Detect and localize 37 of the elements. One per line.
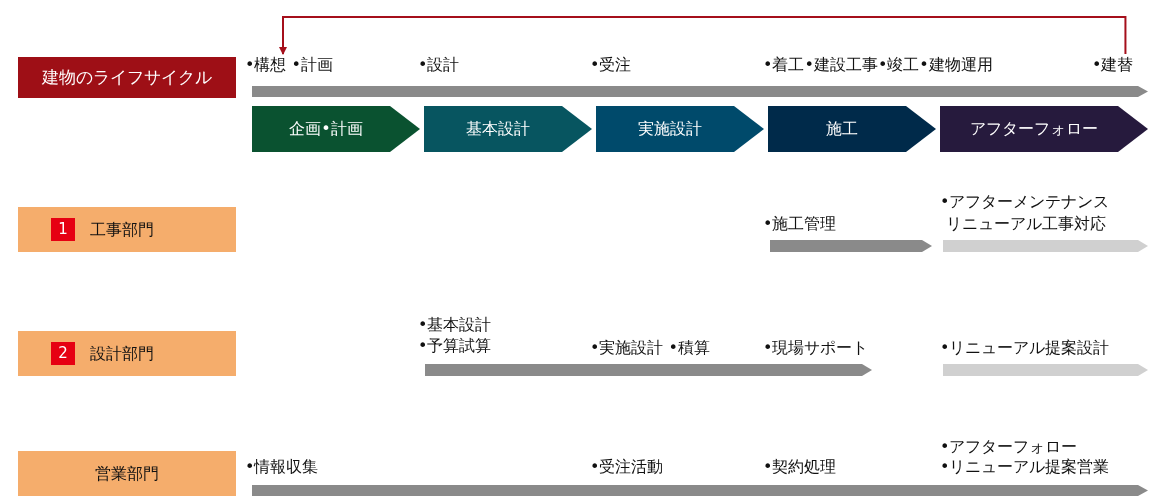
department-header (18, 451, 236, 496)
note-text: •基本設計 (418, 314, 492, 336)
phase-banner (768, 106, 936, 152)
stage-label: •構想 •計画 (245, 54, 333, 76)
note-text: •施工管理 (763, 213, 837, 235)
phase-banner (596, 106, 764, 152)
phase-label: アフターフォロー (969, 118, 1099, 140)
number-badge: 2 (51, 342, 75, 365)
department-header (18, 331, 236, 376)
note-text: •リニューアル提案設計 (940, 337, 1110, 359)
phase-banner (940, 106, 1148, 152)
department-label: 設計部門 (90, 343, 154, 365)
lifecycle-header-box: 建物のライフサイクル (18, 57, 236, 98)
note-text: •情報収集 (245, 456, 319, 478)
note-text: •着工•建設工事•竣工•建物運用 (763, 54, 993, 76)
number-badge: 1 (51, 218, 75, 241)
phase-label: 企画•計画 (288, 118, 364, 140)
note-text: •実施設計 •積算 (590, 337, 710, 359)
phase-banner (252, 106, 420, 152)
note-text: •設計 (418, 54, 460, 76)
note-text: •受注 (590, 54, 632, 76)
stage-label: •建替 (1092, 54, 1134, 76)
note-text: •契約処理 (763, 456, 837, 478)
note-text: •受注活動 (590, 456, 664, 478)
department-label: 工事部門 (90, 219, 154, 241)
department-label: 営業部門 (94, 463, 160, 485)
note-text: •アフターフォロー (940, 436, 1078, 458)
note-text: •アフターメンテナンスリニューアル工事対応 (940, 191, 1111, 235)
return-arrow (279, 16, 1127, 55)
phase-label: 基本設計 (465, 118, 531, 140)
note-text: •現場サポート (763, 337, 869, 359)
note-text: •予算試算 (418, 335, 492, 357)
phase-banner (424, 106, 592, 152)
department-header (18, 207, 236, 252)
phase-label: 実施設計 (637, 118, 703, 140)
phase-label: 施工 (825, 118, 859, 140)
note-text: •リニューアル提案営業 (940, 456, 1110, 478)
